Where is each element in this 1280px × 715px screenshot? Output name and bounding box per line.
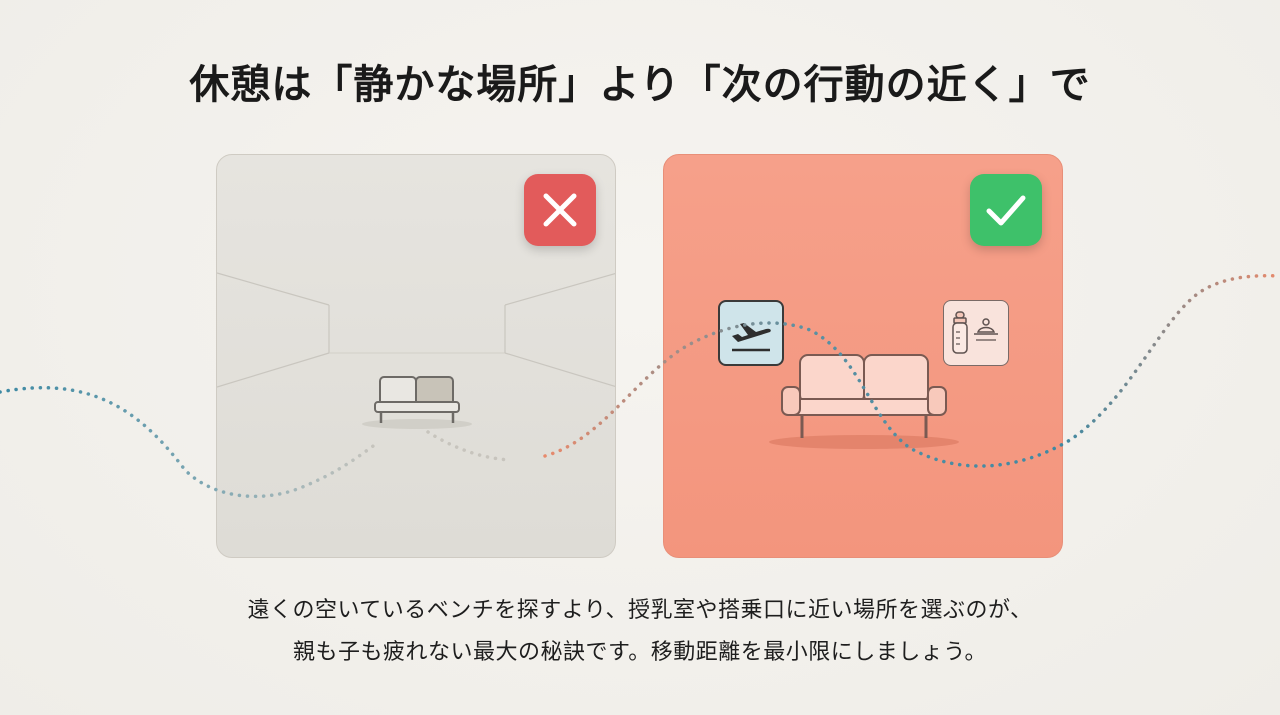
cross-icon bbox=[543, 193, 577, 227]
caption-line-2: 親も子も疲れない最大の秘訣です。移動距離を最小限にしましょう。 bbox=[293, 640, 987, 665]
baby-bottle-icon bbox=[952, 311, 998, 354]
airplane-departure-icon bbox=[732, 323, 771, 352]
small-bench-icon bbox=[362, 376, 472, 429]
check-icon bbox=[986, 195, 1026, 226]
caption-line-1: 遠くの空いているベンチを探すより、授乳室や搭乗口に近い場所を選ぶのが、 bbox=[247, 598, 1033, 623]
nursing-room-card bbox=[943, 300, 1009, 366]
empty-hall-illustration bbox=[217, 272, 615, 429]
sofa-icon bbox=[769, 354, 959, 449]
departure-gate-card bbox=[718, 300, 784, 366]
correct-badge bbox=[970, 174, 1042, 246]
caption: 遠くの空いているベンチを探すより、授乳室や搭乗口に近い場所を選ぶのが、 親も子も… bbox=[0, 590, 1280, 674]
page-title: 休憩は「静かな場所」より「次の行動の近く」で bbox=[189, 62, 1091, 108]
wrong-badge bbox=[524, 174, 596, 246]
